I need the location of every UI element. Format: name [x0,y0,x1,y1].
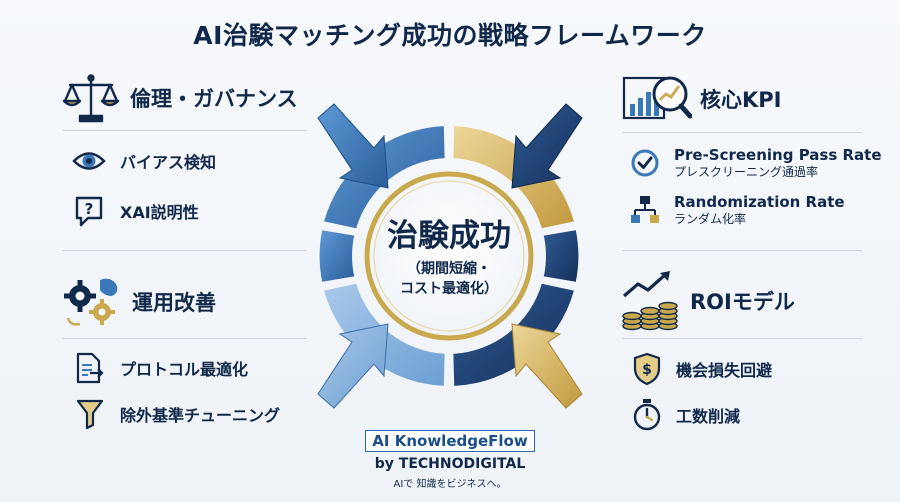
divider-left-bottom [62,338,307,339]
item-exclusion-tuning: 除外基準チューニング [76,398,280,430]
ring-segment-bottom-right [453,283,574,386]
coins-growth-icon [622,271,678,331]
eye-icon [72,152,106,170]
divider-left-top [62,130,307,131]
arrow-top-right [511,103,583,189]
item-effort-reduction: 工数削減 [632,398,740,432]
center-subtitle-line2: コスト最適化） [400,280,498,297]
item-label: 工数削減 [676,407,741,426]
arrow-bottom-left [317,323,389,409]
check-circle-icon [631,149,659,177]
brand-byline: by TECHNODIGITAL [374,456,526,472]
item-bias-detection: バイアス検知 [72,146,216,176]
center-inner-ring [373,180,525,332]
page-title: AI治験マッチング成功の戦略フレームワーク [193,21,707,50]
ring-segment-bottom-left [324,283,445,386]
funnel-icon [76,399,104,430]
item-label: プロトコル最適化 [120,360,249,379]
divider-left-mid [62,250,307,251]
document-arrow-icon [76,352,104,384]
item-label: XAI説明性 [120,203,199,222]
divider-right-bottom [622,338,862,339]
heading-operations: 運用改善 [132,291,216,315]
center-circle [364,171,534,341]
heading-core-kpi: 核心KPI [700,88,782,112]
item-pre-screening-pass-rate: Pre-Screening Pass Rate プレスクリーニング通過率 [630,146,882,180]
item-label: 機会損失回避 [676,361,773,380]
item-label: 除外基準チューニング [120,406,281,425]
kpi-name: Randomization Rate [674,193,845,211]
gears-brain-icon [64,278,118,326]
item-randomization-rate: Randomization Rate ランダム化率 [630,193,845,227]
center-title: 治験成功 [387,218,511,254]
item-protocol-optimization: プロトコル最適化 [74,352,248,384]
divider-right-top [622,132,862,133]
stopwatch-icon [633,399,661,431]
dollar-shield-icon: $ [633,352,661,386]
ring-segment-left [319,230,355,282]
svg-text:?: ? [85,200,94,218]
inward-arrows [317,103,583,409]
kpi-sub: ランダム化率 [674,212,747,226]
brand-tagline: AIで 知識をビジネスへ。 [393,479,507,490]
item-xai-explainability: ? XAI説明性 [74,195,199,227]
flowchart-icon [631,196,659,223]
cycle-ring [319,126,579,386]
scales-icon [62,74,120,123]
section-ethics-governance: 倫理・ガバナンス [62,72,298,124]
ring-segment-top-left [324,126,445,229]
item-opportunity-loss-avoidance: $ 機会損失回避 [632,352,772,386]
center-subtitle-line1: （期間短縮・ [407,260,491,277]
brand-name: AI KnowledgeFlow [365,430,535,452]
section-core-kpi: 核心KPI [622,70,781,128]
svg-text:$: $ [642,362,652,378]
chart-magnifier-icon [622,76,692,120]
ring-segment-right [543,230,579,282]
heading-ethics-governance: 倫理・ガバナンス [130,87,298,111]
arrow-bottom-right [511,323,583,409]
divider-right-mid [622,250,862,251]
brand-block: AI KnowledgeFlow by TECHNODIGITAL AIで 知識… [340,430,560,490]
ring-segment-top-right [453,126,574,229]
item-label: バイアス検知 [120,153,217,172]
arrow-top-left [317,103,389,189]
section-operations: 運用改善 [62,276,216,328]
section-roi-model: ROIモデル [620,270,795,332]
heading-roi-model: ROIモデル [690,290,795,314]
kpi-name: Pre-Screening Pass Rate [674,146,882,164]
kpi-sub: プレスクリーニング通過率 [674,165,819,179]
question-bubble-icon: ? [75,196,103,227]
